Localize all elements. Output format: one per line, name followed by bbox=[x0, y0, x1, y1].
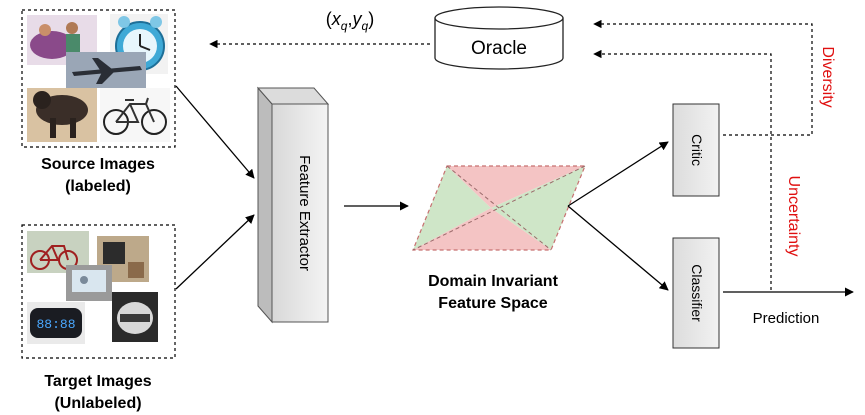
feature-extractor-block bbox=[256, 86, 330, 324]
airplane-photo bbox=[66, 52, 146, 88]
source-to-extractor-arrow bbox=[175, 85, 255, 179]
svg-text:88:88: 88:88 bbox=[36, 317, 75, 332]
feature-space-subtitle: Feature Space bbox=[438, 295, 547, 312]
classifier-label: Classifier bbox=[689, 264, 705, 322]
source-images-panel bbox=[21, 9, 176, 148]
diversity-label: Diversity bbox=[819, 46, 836, 107]
room-photo bbox=[97, 236, 149, 282]
diversity-feedback-line bbox=[593, 19, 813, 136]
bicycle-photo bbox=[100, 88, 170, 142]
uncertainty-label: Uncertainty bbox=[785, 176, 802, 257]
target-images-subtitle: (Unlabeled) bbox=[54, 395, 141, 412]
feature-extractor-label: Feature Extractor bbox=[296, 155, 313, 271]
feature-space-title: Domain Invariant bbox=[428, 273, 558, 290]
critic-block bbox=[672, 103, 720, 197]
uncertainty-feedback-line bbox=[593, 49, 772, 290]
target-images-panel: 88:88 bbox=[21, 224, 176, 359]
source-images-subtitle: (labeled) bbox=[65, 178, 131, 195]
target-to-extractor-arrow bbox=[175, 214, 255, 290]
monitor-photo bbox=[66, 265, 112, 301]
helmet-photo bbox=[112, 292, 158, 342]
classifier-block bbox=[672, 237, 720, 349]
source-images-title: Source Images bbox=[41, 156, 155, 173]
bicycles-photo bbox=[27, 231, 89, 273]
critic-label: Critic bbox=[689, 134, 705, 166]
oracle-label: Oracle bbox=[471, 38, 527, 59]
feature-space-region bbox=[412, 165, 586, 251]
animal-photo bbox=[27, 88, 97, 142]
query-pair-label: (xq,yq) bbox=[326, 9, 374, 33]
space-to-critic-arrow bbox=[567, 141, 669, 207]
oracle-cylinder bbox=[434, 6, 564, 70]
target-images-title: Target Images bbox=[44, 373, 151, 390]
space-to-classifier-arrow bbox=[567, 205, 669, 291]
digital-clock-photo: 88:88 bbox=[27, 302, 85, 344]
prediction-label: Prediction bbox=[753, 310, 820, 327]
